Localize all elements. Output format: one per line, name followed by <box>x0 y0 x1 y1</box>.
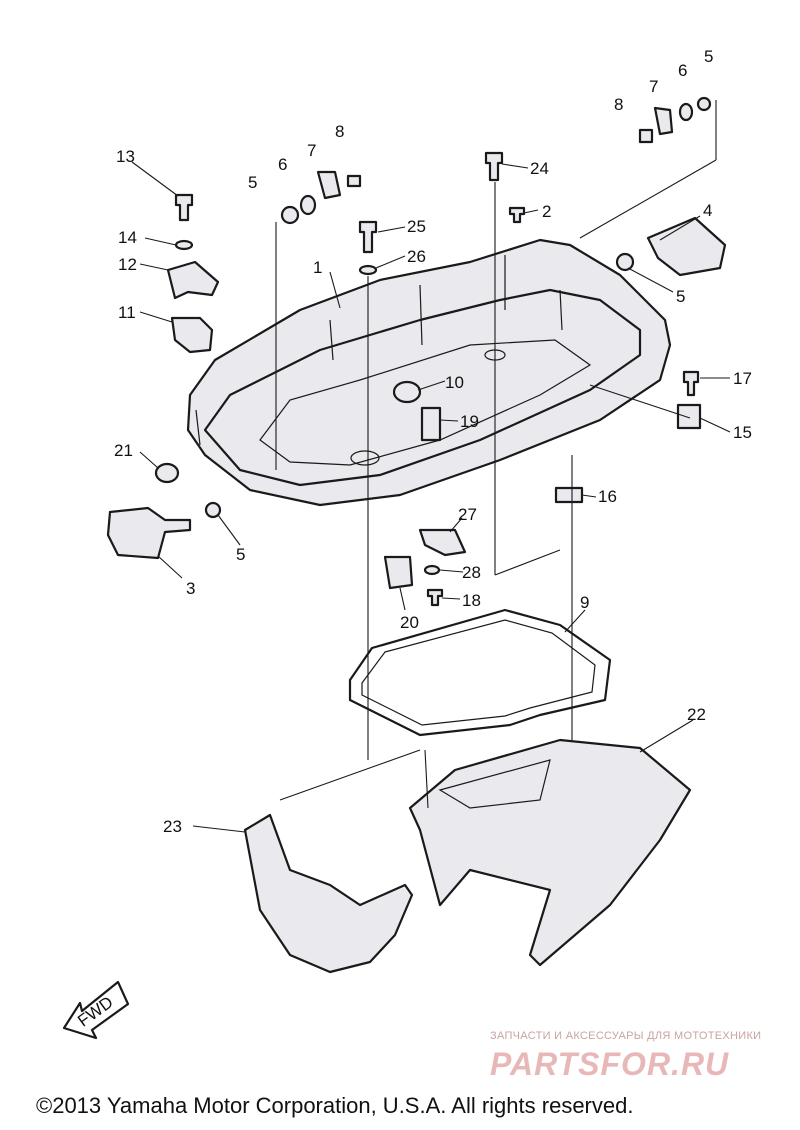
callout-5-b: 5 <box>248 173 257 192</box>
side-cover-left <box>243 813 414 974</box>
fwd-label: FWD <box>74 993 116 1031</box>
copyright-notice: ©2013 Yamaha Motor Corporation, U.S.A. A… <box>36 1093 634 1118</box>
callout-labels: 1 2 3 4 5 5 5 5 6 6 7 7 8 8 9 10 11 12 1… <box>114 47 752 836</box>
callout-3: 3 <box>186 579 195 598</box>
seal-frame <box>348 608 612 737</box>
hardware-parts <box>106 96 727 607</box>
callout-18: 18 <box>462 591 481 610</box>
callout-11: 11 <box>118 303 136 322</box>
callout-7-a: 7 <box>649 77 658 96</box>
callout-26: 26 <box>407 247 426 266</box>
callout-5-d: 5 <box>236 545 245 564</box>
callout-25: 25 <box>407 217 426 236</box>
callout-5-a: 5 <box>704 47 713 66</box>
bottom-cowling <box>186 238 672 507</box>
callout-5-c: 5 <box>676 287 685 306</box>
callout-6-a: 6 <box>678 61 687 80</box>
callout-12: 12 <box>118 255 137 274</box>
callout-24: 24 <box>530 159 549 178</box>
fwd-arrow-icon: FWD <box>62 980 130 1040</box>
callout-8-a: 8 <box>614 95 623 114</box>
callout-13: 13 <box>116 147 135 166</box>
callout-2: 2 <box>542 202 551 221</box>
callout-15: 15 <box>733 423 752 442</box>
leader-lines <box>131 100 731 833</box>
callout-17: 17 <box>733 369 752 388</box>
callout-28: 28 <box>462 563 481 582</box>
callout-22: 22 <box>687 705 706 724</box>
callout-6-b: 6 <box>278 155 287 174</box>
callout-8-b: 8 <box>335 122 344 141</box>
callout-4: 4 <box>703 201 712 220</box>
callout-27: 27 <box>458 505 477 524</box>
callout-21: 21 <box>114 441 133 460</box>
callout-14: 14 <box>118 228 137 247</box>
callout-10: 10 <box>445 373 464 392</box>
callout-19: 19 <box>460 412 479 431</box>
callout-20: 20 <box>400 613 419 632</box>
callout-1: 1 <box>313 258 322 277</box>
callout-23: 23 <box>163 817 182 836</box>
side-cover-right <box>408 738 692 967</box>
callout-9: 9 <box>580 593 589 612</box>
callout-7-b: 7 <box>307 141 316 160</box>
watermark-logo[interactable]: PARTSFOR.RU <box>490 1046 730 1082</box>
callout-16: 16 <box>598 487 617 506</box>
watermark-subtitle: ЗАПЧАСТИ И АКСЕССУАРЫ ДЛЯ МОТОТЕХНИКИ <box>490 1030 762 1042</box>
